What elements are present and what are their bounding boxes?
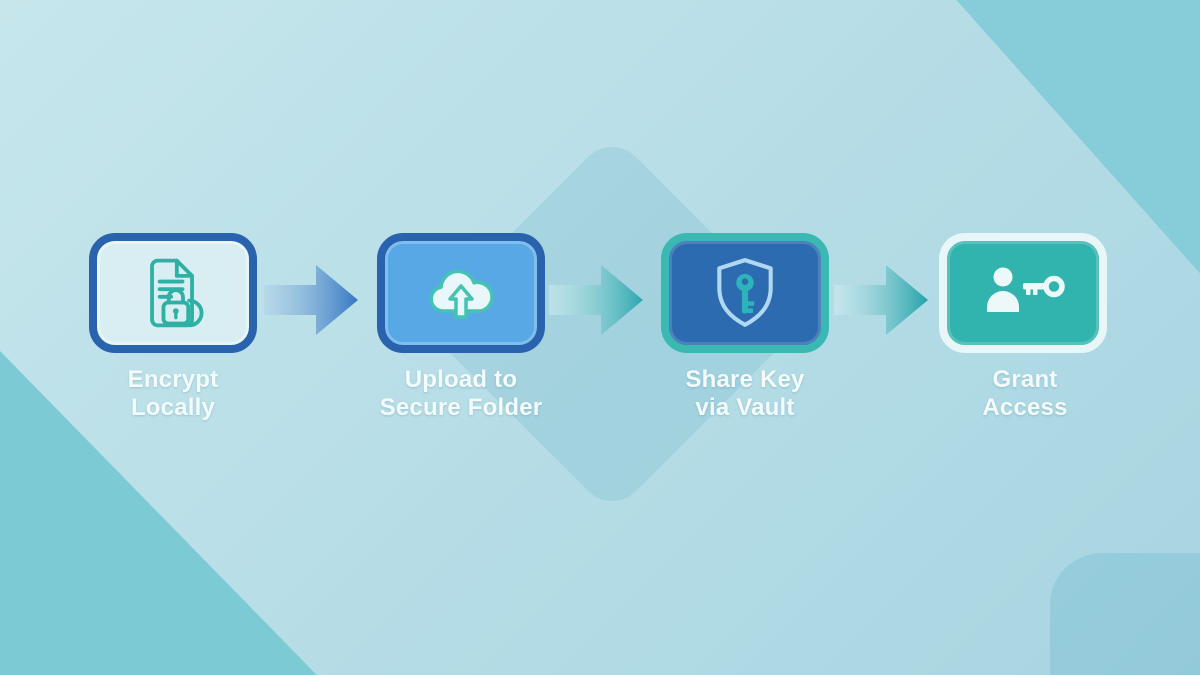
connector-arrow-1	[264, 265, 358, 335]
background-corner-shape	[1050, 553, 1200, 675]
step-label-line: Secure Folder	[379, 394, 543, 421]
cloud-upload-icon	[429, 269, 494, 319]
step-label-line: Share Key	[685, 366, 805, 393]
user-key-icon	[987, 267, 1065, 312]
step-label-line: Grant	[992, 366, 1058, 393]
step-card-encrypt-locally	[89, 233, 257, 353]
connector-arrow-3	[834, 265, 928, 335]
step-label-grant-access: Grant Access	[910, 366, 1140, 422]
step-label-upload-secure-folder: Upload to Secure Folder	[346, 366, 576, 422]
step-label-encrypt-locally: Encrypt Locally	[58, 366, 288, 422]
step-card-share-key-vault	[661, 233, 829, 353]
shield-key-icon	[717, 258, 773, 327]
step-label-line: Encrypt	[127, 366, 219, 393]
step-label-line: Access	[982, 394, 1068, 421]
step-label-line: Upload to	[404, 366, 518, 393]
step-card-upload-secure-folder	[377, 233, 545, 353]
document-lock-icon	[150, 258, 204, 328]
step-label-line: via Vault	[695, 394, 795, 421]
step-card-grant-access	[939, 233, 1107, 353]
step-label-share-key-vault: Share Key via Vault	[630, 366, 860, 422]
step-label-line: Locally	[130, 394, 216, 421]
connector-arrow-2	[549, 265, 643, 335]
